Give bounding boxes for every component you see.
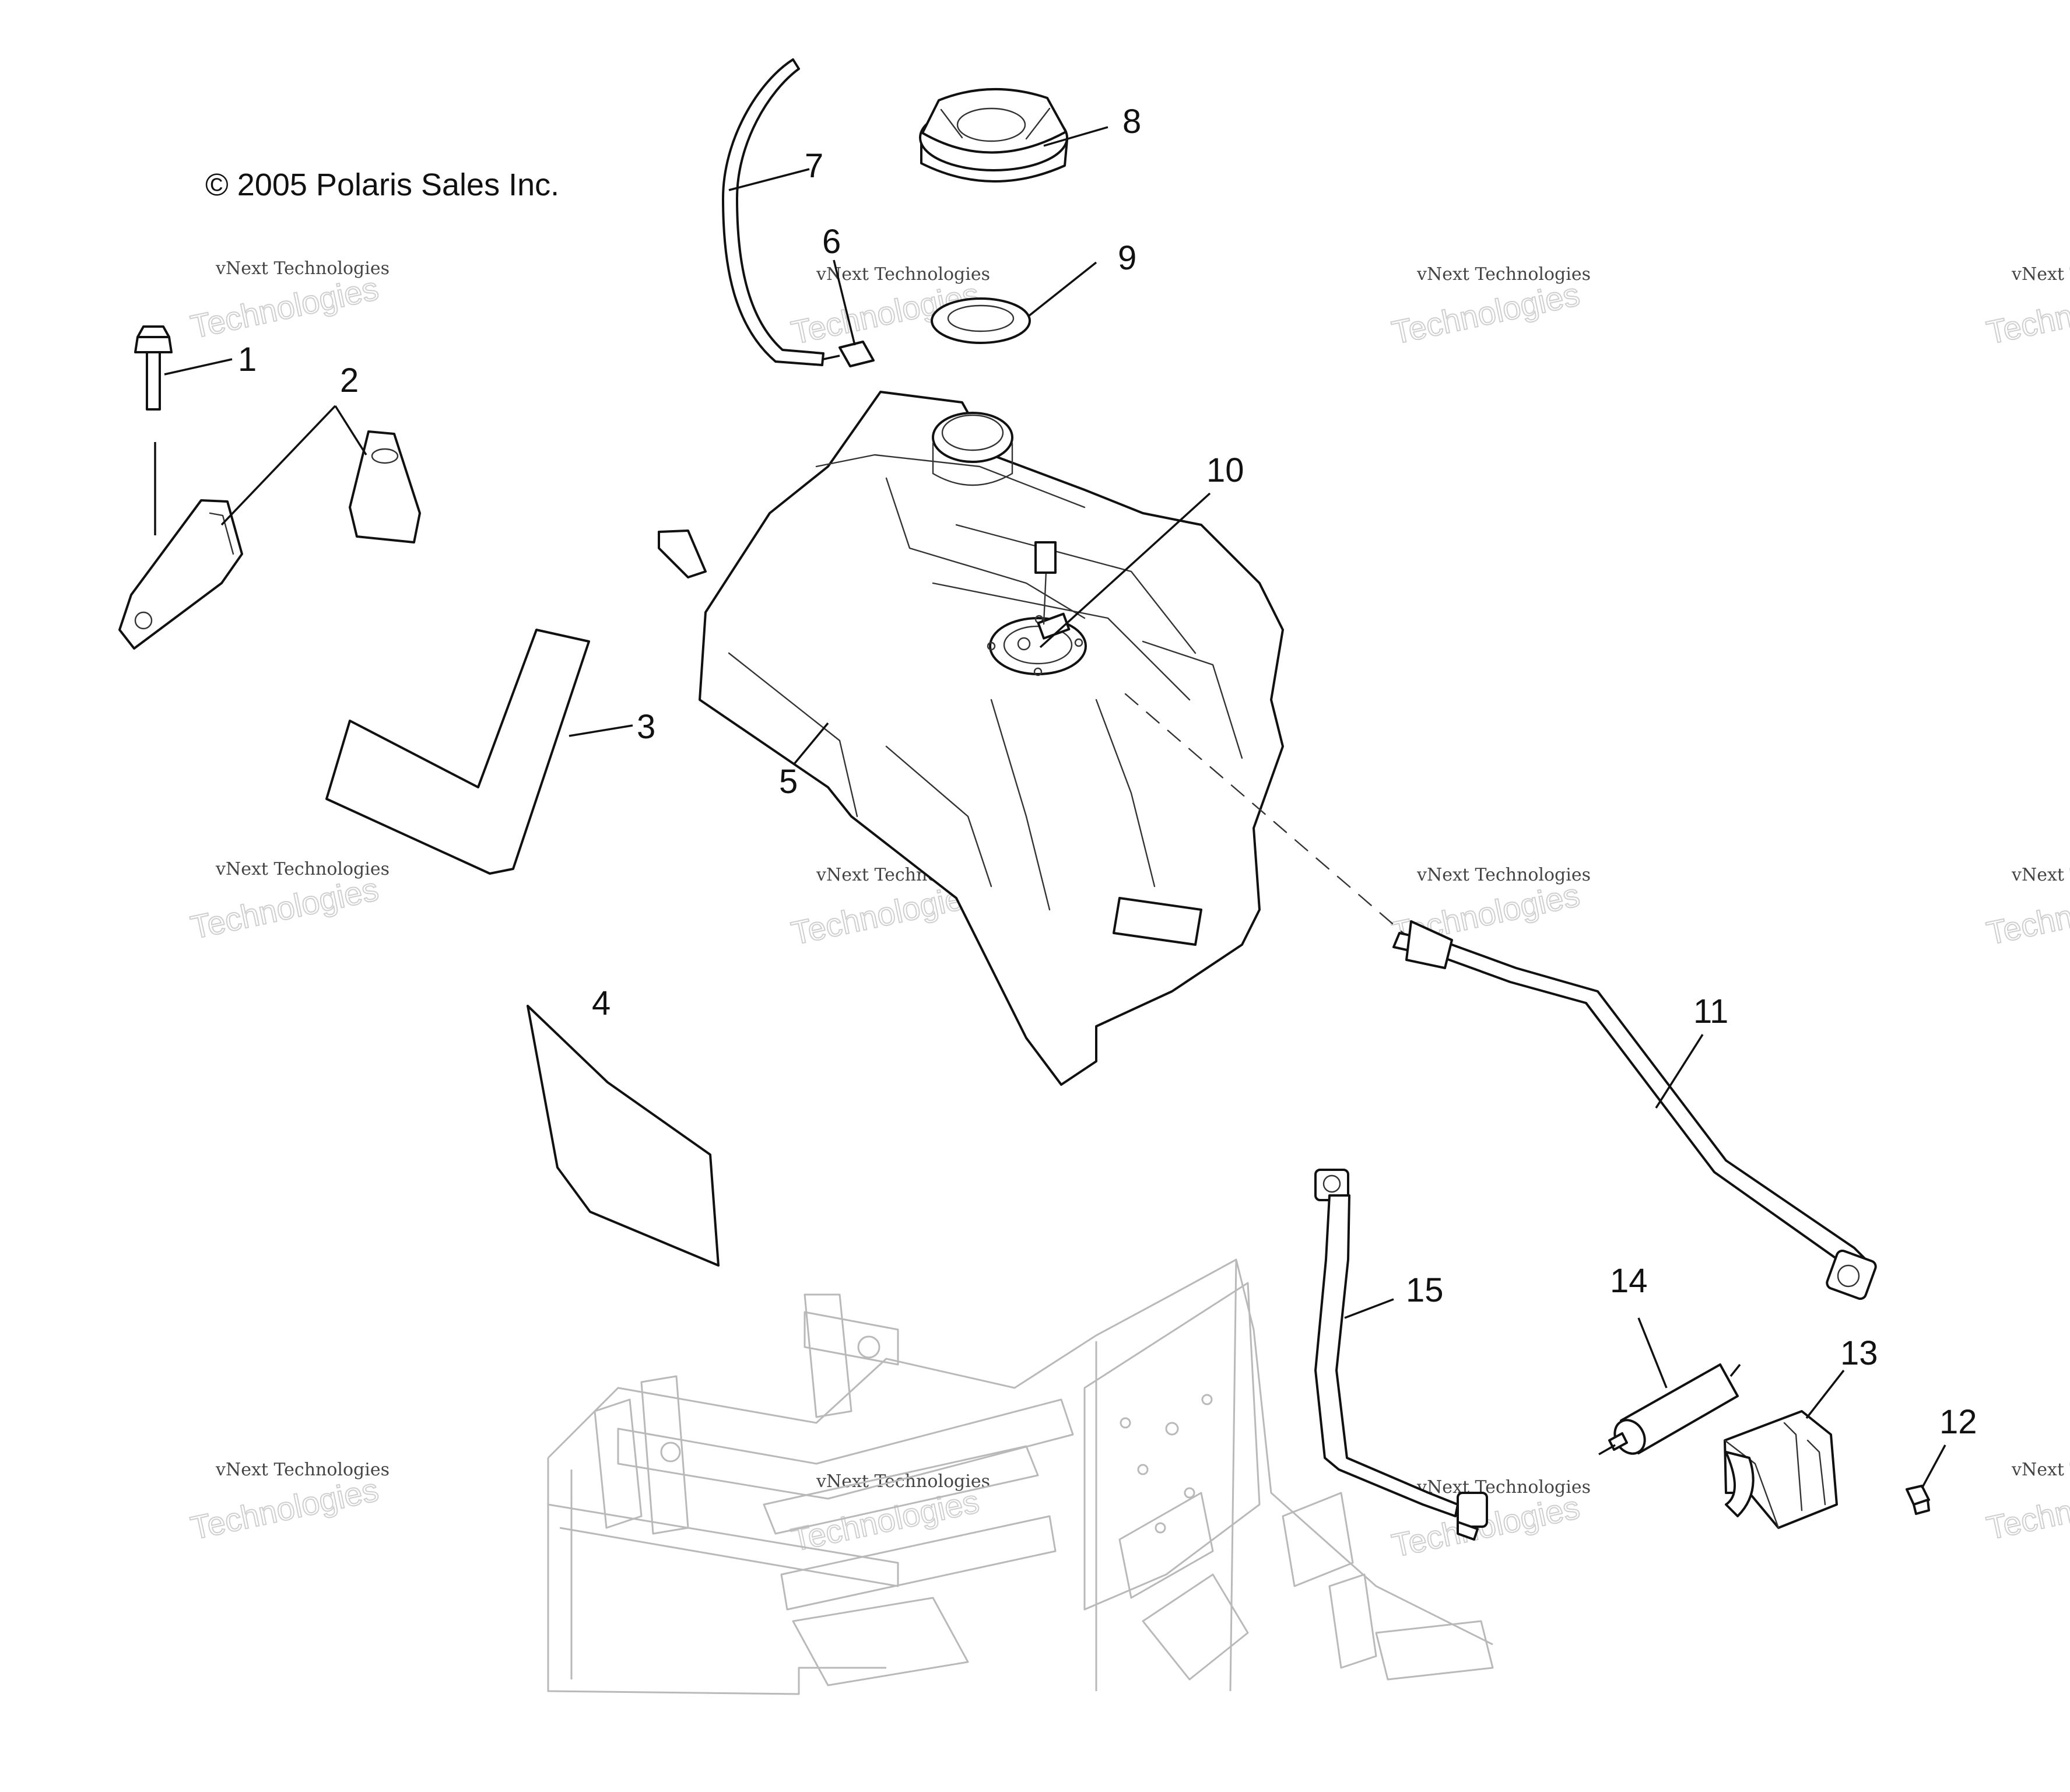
callout-3: 3 [637, 708, 655, 746]
callout-12: 12 [1939, 1403, 1977, 1441]
fuel-line-short [1314, 1169, 1488, 1541]
watermark-logo: Technologies [187, 269, 381, 345]
callout-13: 13 [1840, 1334, 1878, 1372]
callout-10: 10 [1206, 451, 1244, 489]
callout-5: 5 [779, 763, 798, 801]
screw [1906, 1485, 1930, 1515]
watermark-logo: Technologies [1983, 1471, 2070, 1546]
fuel-cap [919, 88, 1068, 183]
leader-lines [164, 126, 1946, 1489]
pad-flat [527, 1005, 720, 1267]
gasket [931, 297, 1031, 344]
vent-hose [722, 58, 825, 366]
fuel-filter [1598, 1363, 1741, 1456]
callout-9: 9 [1118, 239, 1136, 277]
watermark-text: vNext Technologies [1416, 264, 1591, 285]
watermark-logo: Technologies [187, 1471, 381, 1546]
watermark-text: vNext Technologies [816, 1471, 990, 1492]
copyright-notice: © 2005 Polaris Sales Inc. [205, 167, 560, 202]
filter-clamp [1724, 1410, 1838, 1529]
fitting [823, 341, 875, 367]
watermark-text: vNext Technologies [2011, 865, 2070, 885]
brackets [118, 430, 421, 650]
watermark-text: vNext Technologies [1416, 1477, 1591, 1498]
callout-7: 7 [805, 147, 823, 185]
watermark-logo: Technologies [1388, 275, 1583, 351]
fuel-tank [658, 391, 1418, 1086]
callout-8: 8 [1122, 103, 1141, 141]
watermark-text: vNext Technologies [816, 264, 990, 285]
callout-15: 15 [1406, 1271, 1444, 1309]
callout-11: 11 [1693, 993, 1728, 1030]
watermark-text: vNext Technologies [2011, 264, 2070, 285]
callouts: 1 2 3 4 5 6 7 8 9 10 11 12 13 14 15 [238, 103, 1977, 1441]
callout-14: 14 [1610, 1262, 1648, 1300]
callout-6: 6 [822, 223, 841, 261]
fuel-line-long [1392, 920, 1877, 1300]
pad-l-shaped [325, 629, 590, 875]
chassis-frame [547, 1258, 1494, 1695]
callout-4: 4 [592, 984, 611, 1022]
watermark-logo: Technologies [1983, 275, 2070, 351]
watermark-text: vNext Technologies [1416, 865, 1591, 885]
watermark-text: vNext Technologies [215, 1460, 390, 1480]
watermark-text: vNext Technologies [2011, 1460, 2070, 1480]
watermark-text: vNext Technologies [215, 859, 390, 879]
bolt [134, 325, 173, 535]
watermark-text: vNext Technologies [215, 258, 390, 279]
callout-1: 1 [238, 341, 257, 378]
callout-2: 2 [340, 362, 359, 399]
watermark-logo: Technologies [1983, 876, 2070, 952]
watermark-logo: Technologies [187, 870, 381, 946]
